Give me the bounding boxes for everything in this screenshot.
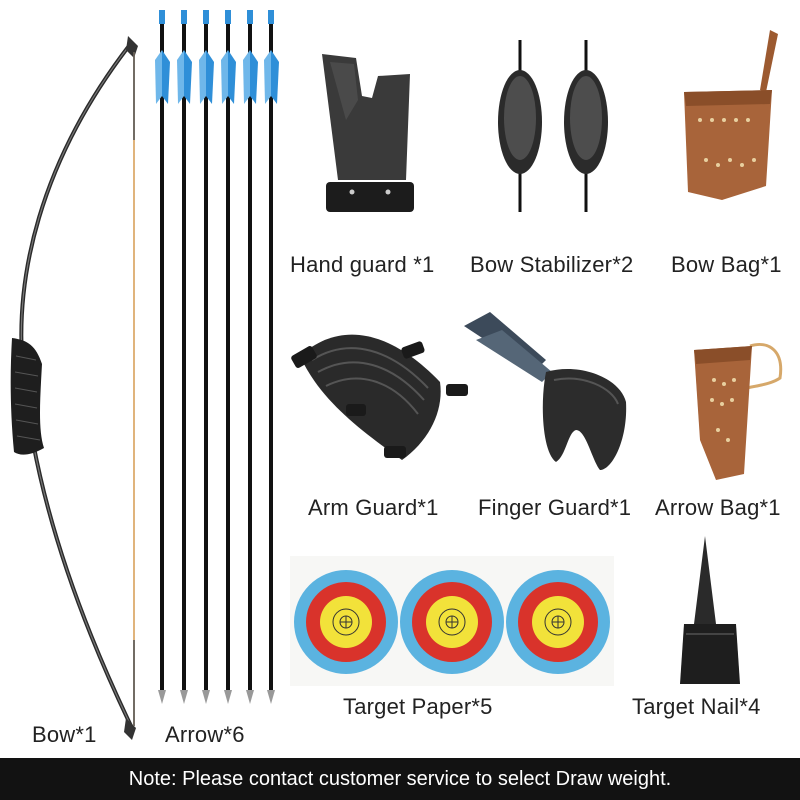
bow-stabilizer-label: Bow Stabilizer*2: [470, 252, 634, 277]
arm-guard-illustration: [291, 334, 468, 460]
bow-stabilizer-illustration: [498, 40, 608, 212]
target-face-2: [400, 570, 504, 674]
note-banner: Note: Please contact customer service to…: [0, 758, 800, 800]
target-nail-illustration: [680, 536, 740, 684]
arrow-bag-label: Arrow Bag*1: [655, 495, 781, 520]
hand-guard-illustration: [322, 54, 414, 212]
bow-label: Bow*1: [32, 722, 97, 747]
note-text: Note: Please contact customer service to…: [128, 767, 672, 790]
finger-guard-label: Finger Guard*1: [478, 495, 632, 520]
arrows-illustration: [155, 10, 279, 704]
arrow-label: Arrow*6: [165, 722, 245, 747]
target-face-3: [506, 570, 610, 674]
bow-illustration: [10, 36, 138, 740]
target-face-1: [294, 570, 398, 674]
bow-bag-illustration: [684, 30, 778, 200]
finger-guard-illustration: [464, 312, 627, 470]
target-nail-label: Target Nail*4: [632, 694, 761, 719]
arrow-3: [199, 10, 214, 704]
target-paper-label: Target Paper*5: [343, 694, 493, 719]
hand-guard-label: Hand guard *1: [290, 252, 435, 277]
arrow-6: [264, 10, 279, 704]
arrow-5: [243, 10, 258, 704]
arrow-bag-illustration: [694, 343, 783, 480]
arrow-1: [155, 10, 170, 704]
arm-guard-label: Arm Guard*1: [308, 495, 439, 520]
target-paper-illustration: [290, 556, 614, 686]
arrow-2: [177, 10, 192, 704]
product-illustrations: [10, 10, 783, 740]
arrow-4: [221, 10, 236, 704]
bow-bag-label: Bow Bag*1: [671, 252, 782, 277]
